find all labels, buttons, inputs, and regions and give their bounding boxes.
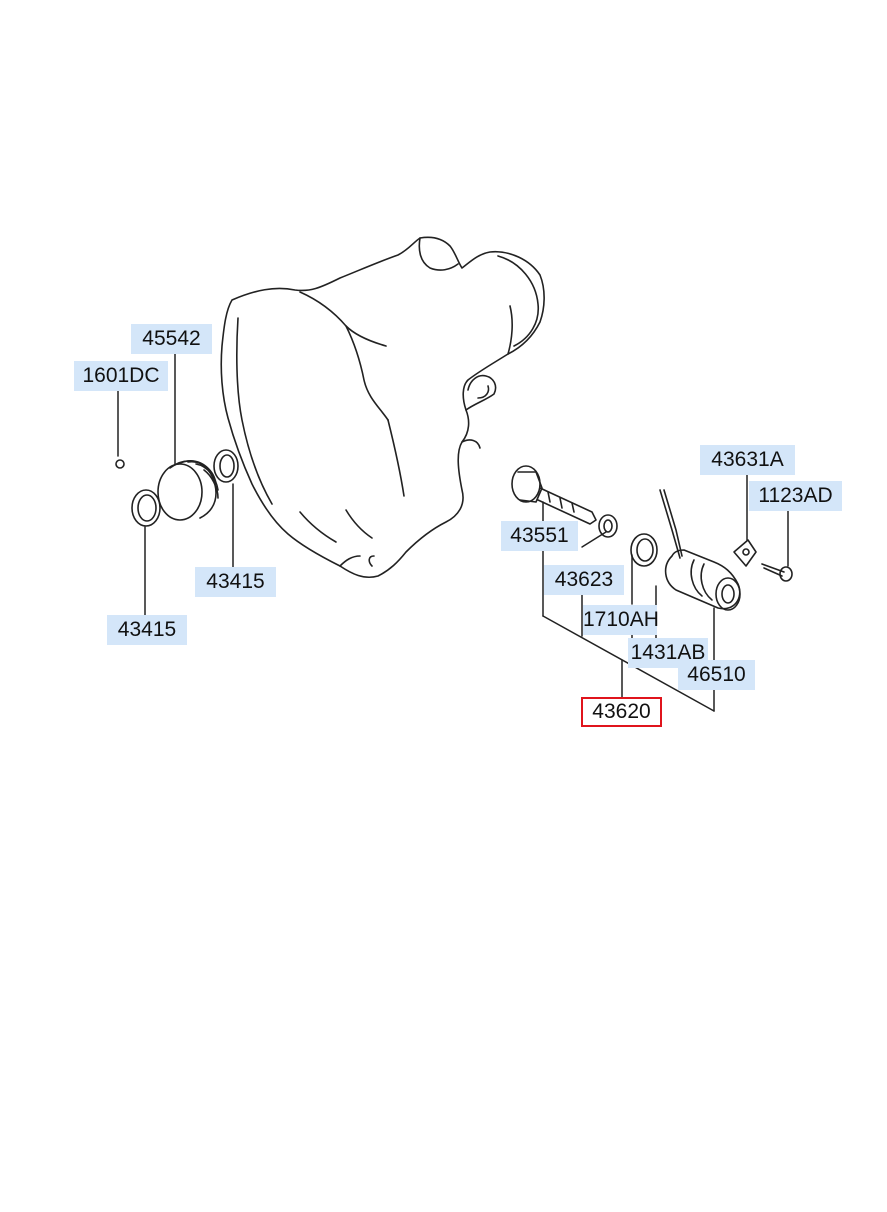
speedometer-gear-sleeve-45542 [157, 460, 219, 521]
part-label-43623[interactable]: 43623 [544, 565, 624, 595]
o-ring-43415-left [131, 489, 161, 527]
washer-43623 [598, 514, 618, 538]
o-ring-1710ah [630, 533, 658, 567]
part-label-43620-selected[interactable]: 43620 [581, 697, 662, 727]
part-label-1601dc[interactable]: 1601DC [74, 361, 168, 391]
driven-gear-43551 [511, 465, 597, 525]
part-label-1710ah[interactable]: 1710AH [583, 605, 659, 635]
o-ring-43415-right [213, 449, 239, 483]
plate-43631a [733, 539, 757, 567]
sleeve-46510 [664, 549, 741, 611]
transmission-housing [220, 236, 545, 579]
part-label-45542[interactable]: 45542 [131, 324, 212, 354]
part-label-1123ad[interactable]: 1123AD [749, 481, 842, 511]
part-label-43631a[interactable]: 43631A [700, 445, 795, 475]
pin-1601dc [115, 459, 125, 469]
part-label-43415-left[interactable]: 43415 [107, 615, 187, 645]
bolt-1123ad [761, 563, 793, 582]
part-label-43551[interactable]: 43551 [501, 521, 578, 551]
clip-1431ab [659, 489, 683, 559]
part-label-43415-right[interactable]: 43415 [195, 567, 276, 597]
part-label-46510[interactable]: 46510 [678, 660, 755, 690]
